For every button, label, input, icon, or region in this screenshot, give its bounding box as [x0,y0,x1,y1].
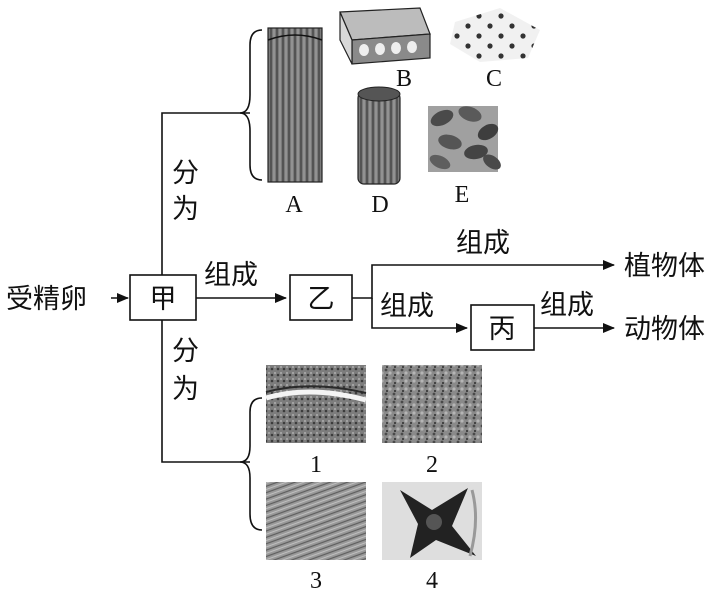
form-bing-animal-label: 组成 [540,290,594,321]
animal-body-label: 动物体 [624,314,705,345]
form-yi-bing-label: 组成 [380,291,434,322]
tissue-label-2: 2 [426,452,438,478]
tissue-image-3 [266,482,366,560]
jia-label: 甲 [150,284,177,315]
tissue-image-4 [382,482,482,560]
form-jia-yi-label: 组成 [204,260,258,291]
divide-top-char-2: 为 [172,194,199,225]
tissue-label-1: 1 [310,452,322,478]
tissue-label-e: E [455,182,470,208]
plant-body-label: 植物体 [624,251,705,282]
divide-bottom-char-1: 分 [172,336,199,367]
bing-label: 丙 [489,314,516,345]
tissue-label-3: 3 [310,568,322,594]
tissue-label-a: A [285,192,303,218]
line-jia-up [161,112,250,280]
tissue-image-d [357,86,401,185]
arrow-yi-to-plant [352,260,615,299]
tissue-image-c [450,8,540,62]
tissue-image-1 [265,365,367,443]
yi-label: 乙 [308,284,335,315]
tissue-image-a [267,27,323,183]
divide-top-char-1: 分 [172,158,199,189]
arrow-yi-to-bing [371,298,468,333]
line-jia-down [161,320,250,463]
tissue-image-b [339,7,431,65]
form-yi-plant-label: 组成 [456,228,510,259]
brace-animal [239,397,263,531]
tissue-label-d: D [371,192,388,218]
bing-box [470,304,535,351]
tissue-image-e [428,106,501,172]
divide-bottom-char-2: 为 [172,374,199,405]
tissue-label-b: B [396,66,412,92]
jia-box [129,274,197,321]
tissue-image-2 [382,365,482,443]
brace-plant [239,29,263,181]
tissue-label-4: 4 [426,568,438,594]
tissue-label-c: C [486,66,502,92]
yi-box [289,274,353,321]
fertilized-egg-label: 受精卵 [6,284,87,315]
